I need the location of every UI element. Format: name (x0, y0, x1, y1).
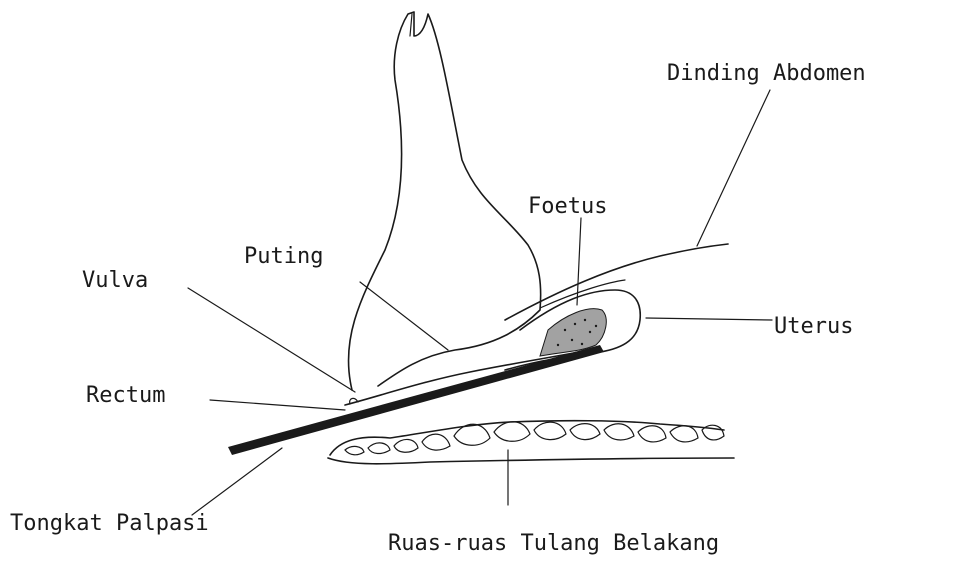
udder-inner-line (410, 14, 412, 36)
spine-base (328, 458, 734, 464)
label-dinding-abdomen: Dinding Abdomen (667, 61, 866, 86)
udder-outline (348, 12, 540, 390)
vertebrae (345, 422, 724, 455)
label-tongkat-palpasi: Tongkat Palpasi (10, 511, 209, 536)
label-vulva: Vulva (82, 268, 148, 293)
leader-lines (188, 90, 772, 515)
label-puting: Puting (244, 244, 323, 269)
abdomen-wall-inner (540, 280, 625, 308)
label-uterus: Uterus (774, 314, 853, 339)
label-foetus: Foetus (528, 194, 607, 219)
label-ruas-tulang-belakang: Ruas-ruas Tulang Belakang (388, 531, 719, 556)
palpation-rod (228, 345, 604, 455)
label-rectum: Rectum (86, 383, 165, 408)
